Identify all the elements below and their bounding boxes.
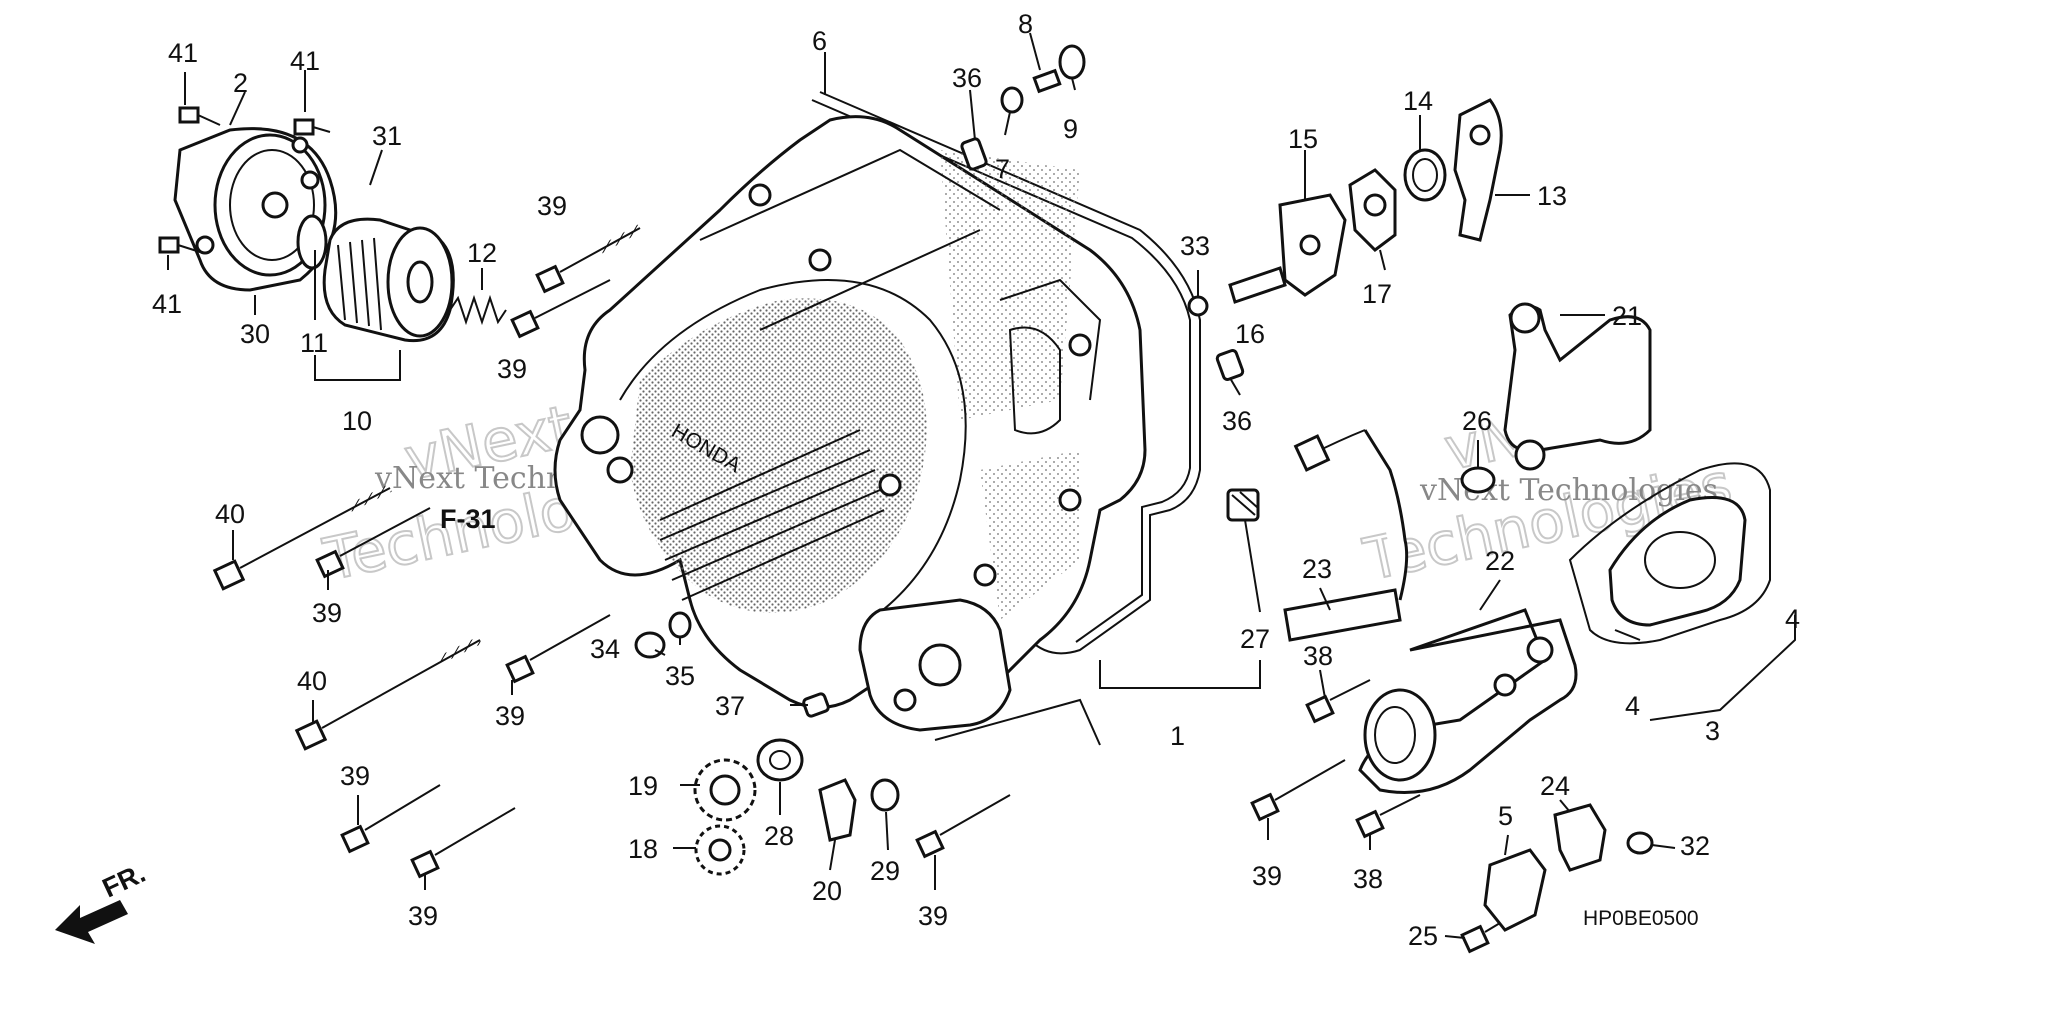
callout-41a: 41	[168, 38, 198, 68]
callout-35: 35	[665, 661, 695, 691]
figure-reference: F-31	[440, 504, 496, 534]
front-label: FR.	[98, 858, 150, 904]
callout-labels: 41 2 41 31 41 30 11 12 10 39 39 6 36 8 9…	[152, 9, 1800, 951]
bolt-38b	[1355, 794, 1421, 839]
callout-27: 27	[1240, 624, 1270, 654]
callout-21: 21	[1612, 301, 1642, 331]
callout-5: 5	[1498, 801, 1513, 831]
bolt-25	[1460, 919, 1506, 954]
callout-3: 3	[1705, 716, 1720, 746]
callout-40a: 40	[215, 499, 245, 529]
callout-23: 23	[1302, 554, 1332, 584]
callout-15: 15	[1288, 124, 1318, 154]
callout-7: 7	[995, 154, 1010, 184]
callout-36a: 36	[952, 63, 982, 93]
callout-24: 24	[1540, 771, 1570, 801]
callout-13: 13	[1537, 181, 1567, 211]
callout-11: 11	[300, 328, 328, 358]
callout-39b: 39	[497, 354, 527, 384]
callout-39h: 39	[1252, 861, 1282, 891]
callout-38a: 38	[1303, 641, 1333, 671]
callout-4b: 4	[1785, 604, 1800, 634]
bolt-39a	[535, 224, 642, 294]
callout-30: 30	[240, 319, 270, 349]
bolt-40a	[212, 484, 392, 591]
callout-28: 28	[764, 821, 794, 851]
callout-41c: 41	[152, 289, 182, 319]
callout-16: 16	[1235, 319, 1265, 349]
motor-group	[1283, 429, 1771, 794]
bolt-39d	[505, 614, 611, 684]
diagram-code: HP0BE0500	[1583, 907, 1699, 930]
bolts	[212, 224, 1506, 954]
callout-2: 2	[233, 68, 248, 98]
callout-18: 18	[628, 834, 658, 864]
callout-31: 31	[372, 121, 402, 151]
oil-filter-group	[158, 106, 507, 343]
callout-25: 25	[1408, 921, 1438, 951]
callout-41b: 41	[290, 46, 320, 76]
bolt-38a	[1305, 679, 1371, 724]
callout-40b: 40	[297, 666, 327, 696]
callout-22: 22	[1485, 546, 1515, 576]
callout-9: 9	[1063, 114, 1078, 144]
leader-lines	[167, 32, 1796, 939]
callout-33: 33	[1180, 231, 1210, 261]
callout-14: 14	[1403, 86, 1433, 116]
callout-39e: 39	[340, 761, 370, 791]
bolt-39f	[410, 807, 516, 879]
callout-17: 17	[1362, 279, 1392, 309]
callout-39f: 39	[408, 901, 438, 931]
callout-10: 10	[342, 406, 372, 436]
callout-1: 1	[1170, 721, 1185, 751]
bolt-39c	[315, 507, 431, 579]
front-arrow: FR.	[55, 858, 150, 944]
callout-32: 32	[1680, 831, 1710, 861]
callout-6: 6	[812, 26, 827, 56]
callout-39g: 39	[918, 901, 948, 931]
bolt-40b	[294, 636, 482, 751]
bolt-39e	[340, 784, 441, 854]
callout-36b: 36	[1222, 406, 1252, 436]
callout-39a: 39	[537, 191, 567, 221]
callout-26: 26	[1462, 406, 1492, 436]
callout-20: 20	[812, 876, 842, 906]
bolt-39h	[1250, 759, 1346, 822]
callout-39c: 39	[312, 598, 342, 628]
bolt-39b	[510, 279, 611, 339]
bolt-39g	[915, 794, 1011, 859]
callout-4a: 4	[1625, 691, 1640, 721]
bolt-41a	[178, 106, 221, 126]
callout-12: 12	[467, 238, 497, 268]
callout-39d: 39	[495, 701, 525, 731]
small-parts	[634, 44, 1654, 932]
callout-34: 34	[590, 634, 620, 664]
callout-8: 8	[1018, 9, 1033, 39]
callout-29: 29	[870, 856, 900, 886]
right-crankcase-cover: HONDA	[553, 91, 1201, 732]
bolt-41b	[293, 118, 331, 136]
callout-19: 19	[628, 771, 658, 801]
callout-37: 37	[715, 691, 745, 721]
callout-38b: 38	[1353, 864, 1383, 894]
bolt-41c	[158, 236, 201, 254]
